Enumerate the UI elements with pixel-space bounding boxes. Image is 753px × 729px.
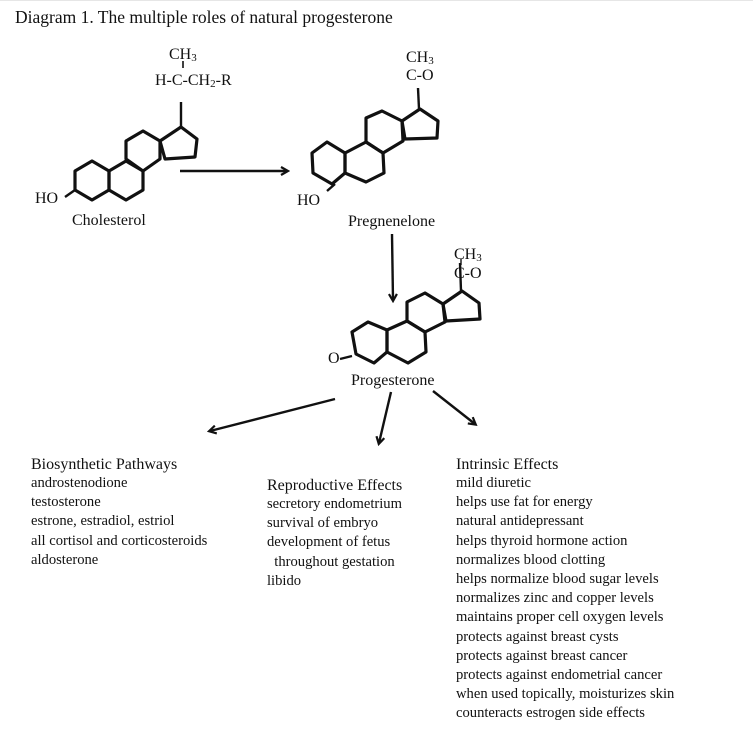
list-item: mild diuretic <box>456 475 531 491</box>
list-item: all cortisol and corticosteroids <box>31 532 208 549</box>
list-item: normalizes blood clotting <box>456 551 606 568</box>
pregnenelone-ho-bond <box>326 183 336 192</box>
reproductive-heading: Reproductive Effects <box>267 477 403 494</box>
pregnenelone-name: Pregnenelone <box>348 213 436 230</box>
cholesterol-ring-d <box>158 125 199 161</box>
list-item: protects against breast cysts <box>456 628 619 645</box>
list-item: helps use fat for energy <box>456 494 593 511</box>
list-item: androstenodione <box>31 475 128 491</box>
biosynthetic-pathways-list: Biosynthetic Pathways androstenodione te… <box>31 455 207 570</box>
arrow-to-biosynthetic <box>210 397 336 431</box>
progesterone-structure <box>339 262 482 365</box>
arrow-to-reproductive <box>379 391 393 443</box>
list-item: helps normalize blood sugar levels <box>456 571 659 588</box>
cholesterol-ho-bond <box>64 189 76 198</box>
cholesterol-ring-a <box>73 159 111 202</box>
list-item: secretory endometrium <box>267 496 402 512</box>
progesterone-ring-c <box>405 291 447 334</box>
intrinsic-effects-list: Intrinsic Effects mild diuretic helps us… <box>456 455 674 724</box>
cholesterol-name: Cholesterol <box>72 212 146 229</box>
pregnenelone-ring-a <box>310 140 347 186</box>
list-item: when used topically, moisturizes skin <box>456 686 675 703</box>
list-item: survival of embryo <box>267 515 379 532</box>
cholesterol-structure <box>64 102 199 202</box>
list-item: normalizes zinc and copper levels <box>456 590 654 607</box>
arrow-to-intrinsic <box>432 390 475 424</box>
list-item: estrone, estradiol, estriol <box>31 513 175 530</box>
pregnenelone-ring-c <box>364 109 405 155</box>
list-item: protects against breast cancer <box>456 647 628 664</box>
diagram-title: Diagram 1. The multiple roles of natural… <box>15 7 393 27</box>
progesterone-co-label: C-O <box>454 265 482 282</box>
cholesterol-ring-c <box>124 129 162 173</box>
list-item: protects against endometrial cancer <box>456 667 663 684</box>
cholesterol-ho-label: HO <box>35 190 59 207</box>
reproductive-effects-list: Reproductive Effects secretory endometri… <box>267 476 402 591</box>
progesterone-ring-d <box>441 289 482 323</box>
list-item: natural antidepressant <box>456 513 584 530</box>
cholesterol-side-chain-label: H-C-CH2-R <box>155 72 232 90</box>
progesterone-o-label: O <box>328 350 340 367</box>
pregnenelone-ch3-label: CH3 <box>406 49 434 67</box>
list-item: libido <box>267 572 302 589</box>
progesterone-ring-a <box>350 320 389 365</box>
list-item: testosterone <box>31 494 101 511</box>
pregnenelone-group-bond <box>416 87 421 110</box>
list-item: development of fetus <box>267 534 391 551</box>
list-item: helps thyroid hormone action <box>456 532 628 549</box>
list-item: counteracts estrogen side effects <box>456 705 645 722</box>
pregnenelone-structure <box>310 87 440 192</box>
pregnenelone-ho-label: HO <box>297 192 321 209</box>
list-item: maintains proper cell oxygen levels <box>456 609 664 626</box>
intrinsic-heading: Intrinsic Effects <box>456 456 559 473</box>
cholesterol-ch3-label: CH3 <box>169 46 197 64</box>
arrow-pregnenelone-to-progesterone <box>392 233 393 300</box>
progesterone-ketone-bond <box>339 354 353 361</box>
progesterone-group-bond <box>458 262 463 292</box>
cholesterol-ring-b <box>107 159 145 202</box>
list-item: aldosterone <box>31 551 99 568</box>
pregnenelone-ring-d <box>400 107 440 141</box>
progesterone-ch3-label: CH3 <box>454 246 482 264</box>
list-item: throughout gestation <box>267 553 395 570</box>
pregnenelone-co-label: C-O <box>406 67 434 84</box>
biosynthetic-heading: Biosynthetic Pathways <box>31 456 178 473</box>
progesterone-name: Progesterone <box>351 372 435 389</box>
